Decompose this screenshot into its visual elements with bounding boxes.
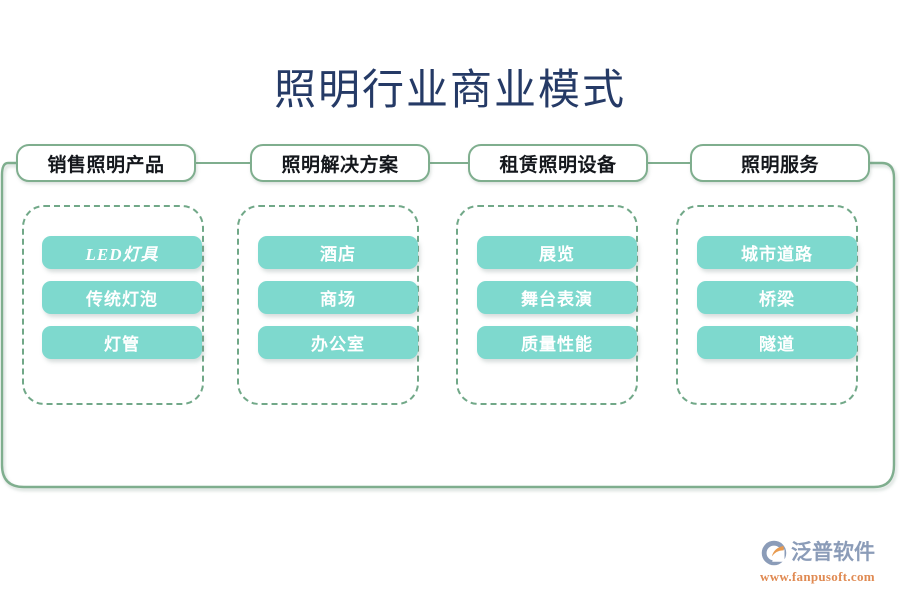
logo-brand-text: 泛普软件 xyxy=(791,541,875,564)
item-chip[interactable]: 舞台表演 xyxy=(477,281,637,314)
column-header-service[interactable]: 照明服务 xyxy=(690,144,870,182)
logo-row: 泛普软件 xyxy=(760,538,890,568)
logo-url-text: www.fanpusoft.com xyxy=(760,569,875,584)
page-title: 照明行业商业模式 xyxy=(273,68,626,114)
header-connector-1 xyxy=(196,162,250,164)
column-header-sales[interactable]: 销售照明产品 xyxy=(16,144,196,182)
item-chip[interactable]: 展览 xyxy=(477,236,637,269)
item-chip[interactable]: 隧道 xyxy=(697,326,857,359)
column-header-rental[interactable]: 租赁照明设备 xyxy=(468,144,648,182)
header-connector-3 xyxy=(648,162,690,164)
item-chip[interactable]: 质量性能 xyxy=(477,326,637,359)
header-connector-2 xyxy=(430,162,468,164)
item-chip[interactable]: 酒店 xyxy=(258,236,418,269)
item-chip[interactable]: 传统灯泡 xyxy=(42,281,202,314)
item-chip[interactable]: 城市道路 xyxy=(697,236,857,269)
column-header-solution[interactable]: 照明解决方案 xyxy=(250,144,430,182)
item-chip[interactable]: 桥梁 xyxy=(697,281,857,314)
item-chip[interactable]: 办公室 xyxy=(258,326,418,359)
brand-logo[interactable]: 泛普软件 www.fanpusoft.com xyxy=(760,538,890,588)
item-chip[interactable]: 灯管 xyxy=(42,326,202,359)
item-chip[interactable]: 商场 xyxy=(258,281,418,314)
item-chip[interactable]: LED灯具 xyxy=(42,236,202,269)
fanpu-logo-icon xyxy=(761,540,787,566)
